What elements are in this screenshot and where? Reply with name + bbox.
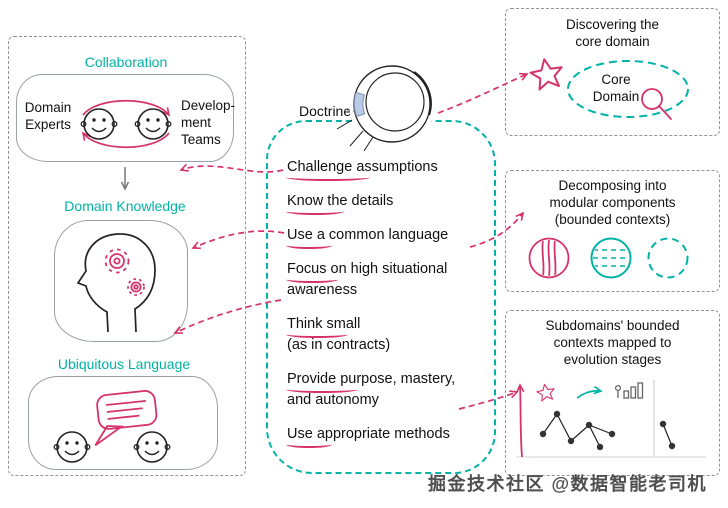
doctrine-item: Think small (as in contracts) bbox=[286, 314, 489, 356]
doctrine-item-text: Know the details bbox=[287, 193, 394, 209]
modular-title: Decomposing into modular components (bou… bbox=[549, 178, 676, 227]
ubiquitous-language-title: Ubiquitous Language bbox=[57, 356, 191, 372]
doctrine-item-text: Focus on high situational awareness bbox=[287, 261, 448, 298]
domain-knowledge-title: Domain Knowledge bbox=[64, 198, 186, 214]
underline-stroke bbox=[286, 279, 338, 283]
evolution-title: Subdomains' bounded contexts mapped to e… bbox=[545, 318, 680, 367]
doctrine-item-text: Use appropriate methods bbox=[287, 426, 450, 442]
doctrine-item: Use appropriate methods bbox=[286, 424, 489, 448]
ubiquitous-group bbox=[28, 376, 218, 470]
core-domain-panel bbox=[505, 8, 720, 136]
collaboration-title: Collaboration bbox=[84, 54, 168, 70]
left-panel bbox=[8, 36, 246, 476]
doctrine-item: Focus on high situational awareness bbox=[286, 259, 489, 301]
underline-stroke bbox=[286, 211, 344, 215]
core-domain-title: Discovering the core domain bbox=[565, 17, 660, 49]
collaboration-group bbox=[16, 74, 234, 162]
development-teams-label: Develop- ment Teams bbox=[181, 98, 236, 147]
doctrine-item-text: Use a common language bbox=[287, 227, 449, 243]
doctrine-item-text: Think small (as in contracts) bbox=[287, 316, 391, 353]
doctrine-label: Doctrine bbox=[299, 103, 352, 119]
watermark: 掘金技术社区 @数据智能老司机 bbox=[428, 474, 708, 494]
core-domain-label: Core Domain bbox=[592, 72, 640, 104]
underline-stroke bbox=[286, 444, 332, 448]
underline-stroke bbox=[286, 245, 332, 249]
doctrine-item: Know the details bbox=[286, 191, 489, 215]
doctrine-item-text: Provide purpose, mastery, and autonomy bbox=[287, 371, 456, 408]
underline-stroke bbox=[286, 389, 358, 393]
doctrine-item: Use a common language bbox=[286, 225, 489, 249]
doctrine-item-text: Challenge assumptions bbox=[287, 159, 438, 175]
doctrine-item: Challenge assumptions bbox=[286, 157, 489, 181]
underline-stroke bbox=[286, 177, 370, 181]
doctrine-item: Provide purpose, mastery, and autonomy bbox=[286, 369, 489, 411]
doctrine-list: Challenge assumptions Know the details U… bbox=[286, 157, 489, 458]
underline-stroke bbox=[286, 334, 348, 338]
domain-experts-label: Domain Experts bbox=[24, 100, 72, 132]
domain-knowledge-group bbox=[54, 220, 188, 342]
